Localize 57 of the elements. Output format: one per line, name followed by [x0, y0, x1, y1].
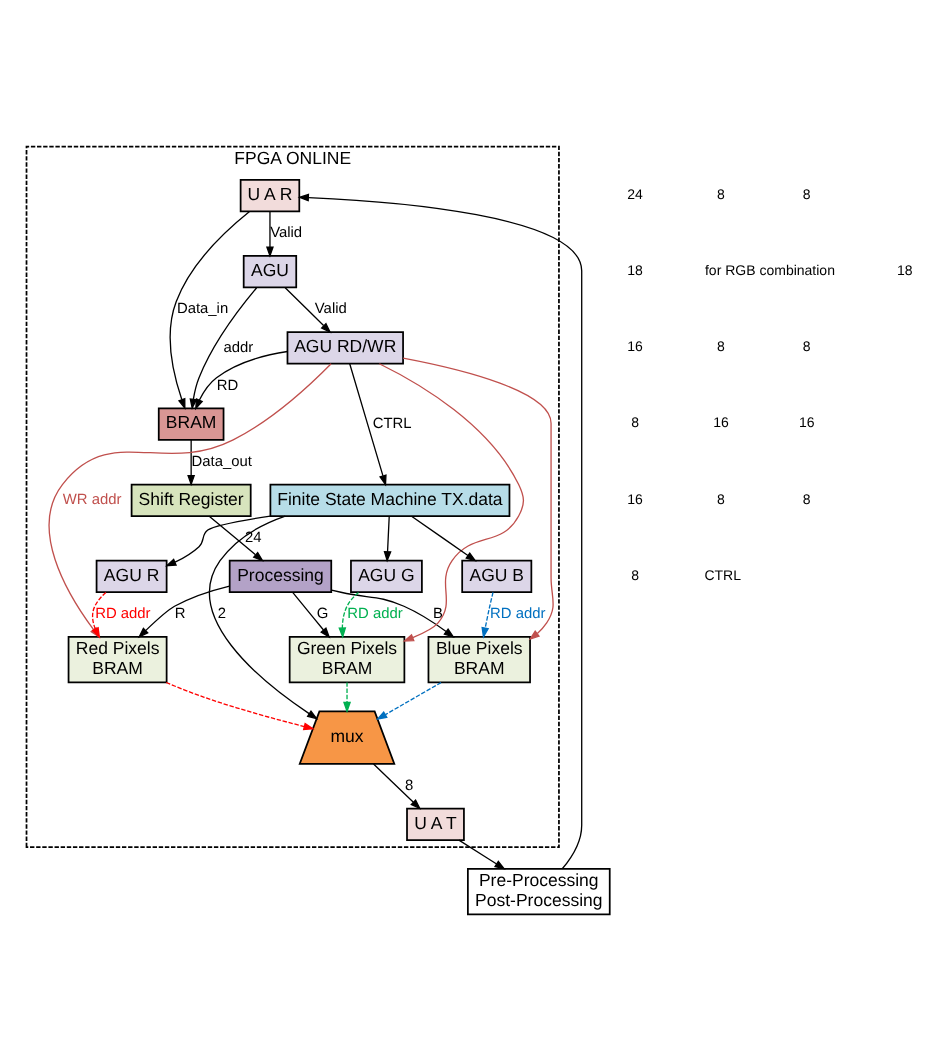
arrow	[297, 192, 583, 869]
node-box: Processing	[228, 558, 333, 593]
edge-label: 24	[245, 526, 262, 545]
node-box: AGU	[242, 254, 298, 288]
node-box: AGU B	[461, 558, 533, 593]
edge-label: RD	[216, 374, 239, 393]
arrow	[372, 762, 422, 809]
node-box: Red Pixels BRAM	[67, 635, 168, 683]
edge-label: addr	[223, 336, 254, 355]
arrow	[189, 286, 258, 409]
arrow	[195, 349, 289, 410]
edge-label: 8	[405, 774, 414, 793]
arrow	[284, 286, 332, 333]
arrow	[208, 514, 319, 719]
node-box: Green Pixels BRAM	[288, 635, 406, 683]
edge-label: RD addr	[347, 603, 403, 622]
edge-label: WR addr	[62, 488, 122, 507]
arrow	[169, 209, 251, 409]
node-box: Blue Pixels BRAM	[427, 635, 531, 683]
edge-label: 2	[217, 603, 226, 622]
node-box: U A R	[239, 177, 301, 212]
arrow	[375, 680, 442, 720]
node-box: AGU G	[350, 558, 423, 593]
arrow	[91, 590, 107, 638]
arrow	[265, 209, 274, 257]
arrow	[137, 584, 231, 638]
edge-label: RD addr	[95, 603, 151, 622]
arrow	[338, 590, 360, 638]
edge-label: Data_in	[176, 298, 229, 317]
node-box: AGU RD/WR	[286, 330, 404, 364]
edge-label: CTRL	[372, 412, 412, 431]
edge-label: Valid	[314, 298, 347, 317]
edge-label: B	[433, 603, 444, 622]
arrow	[349, 362, 387, 486]
edge-label: RD addr	[490, 603, 546, 622]
arrow	[330, 588, 455, 638]
edge-label: Data_out	[191, 450, 252, 469]
node-box: U A T	[406, 806, 465, 840]
arrow	[378, 362, 525, 641]
arrow	[383, 514, 392, 562]
arrow	[187, 438, 196, 486]
node-box: Pre-Processing Post-Processing	[467, 867, 611, 915]
arrow	[343, 680, 351, 713]
arrow	[410, 514, 477, 561]
node-box: BRAM	[157, 406, 225, 440]
arrow	[208, 514, 264, 561]
arrow	[402, 356, 554, 640]
edge-label: R	[174, 603, 186, 622]
arrow	[165, 680, 315, 730]
node-box: Shift Register	[130, 482, 252, 516]
arrow	[292, 590, 331, 638]
node-box: Finite State Machine TX.data	[269, 482, 511, 516]
arrow	[481, 590, 494, 638]
arrow	[458, 838, 506, 869]
edge-label: G	[316, 603, 329, 622]
node-box: AGU R	[95, 558, 168, 593]
arrow	[165, 514, 271, 566]
